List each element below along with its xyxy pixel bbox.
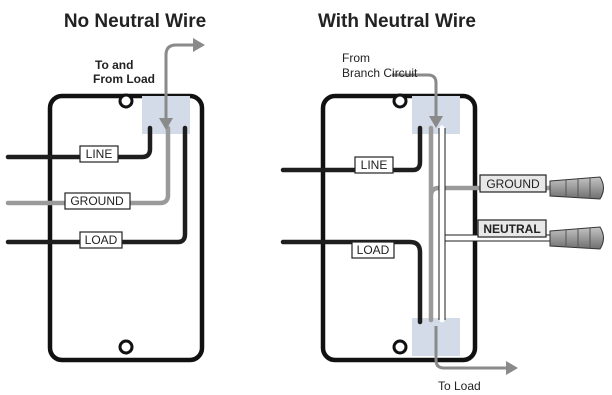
with-neutral-diagram: With Neutral Wire F [280, 11, 604, 393]
electrical-box-left [47, 93, 205, 363]
ground-wire-nut [549, 176, 604, 200]
ground-label-left: GROUND [70, 194, 124, 208]
to-load-arrow [434, 326, 508, 370]
line-label-right: LINE [361, 158, 388, 172]
arrow-head-right-left [193, 38, 205, 52]
to-from-load-note-2: From Load [93, 72, 155, 86]
load-wire-left [5, 125, 188, 245]
to-load-note: To Load [438, 379, 481, 393]
to-from-load-note-1: To and [95, 58, 133, 72]
neutral-label-right: NEUTRAL [483, 222, 540, 236]
arrow-head-down-top-right [429, 116, 443, 128]
mount-screw-bottom-right [392, 339, 408, 355]
load-arrow-left [164, 43, 195, 122]
line-wire-right [280, 125, 423, 173]
branch-circuit-arrow [392, 73, 438, 118]
load-label-right: LOAD [357, 243, 390, 257]
neutral-wire-outline [438, 128, 552, 320]
arrow-head-down-left [159, 118, 173, 130]
line-wire-left [5, 125, 153, 160]
mount-screw-bottom-left [118, 339, 134, 355]
neutral-wire-nut [549, 226, 604, 250]
line-label-left: LINE [86, 147, 113, 161]
ground-wire-left [5, 125, 171, 206]
with-neutral-title: With Neutral Wire [318, 11, 476, 32]
ground-label-right: GROUND [486, 177, 540, 191]
mount-screw-top-right [392, 93, 408, 109]
from-branch-note-2: Branch Circuit [342, 66, 418, 80]
mount-screw-top-left [118, 93, 134, 109]
from-branch-note-1: From [342, 51, 370, 65]
no-neutral-diagram: No Neutral Wire To and From Load LINE GR… [5, 11, 206, 363]
load-wire-right [280, 239, 423, 325]
no-neutral-title: No Neutral Wire [64, 11, 206, 32]
arrow-head-right-bottom [506, 361, 518, 375]
load-label-left: LOAD [85, 233, 118, 247]
